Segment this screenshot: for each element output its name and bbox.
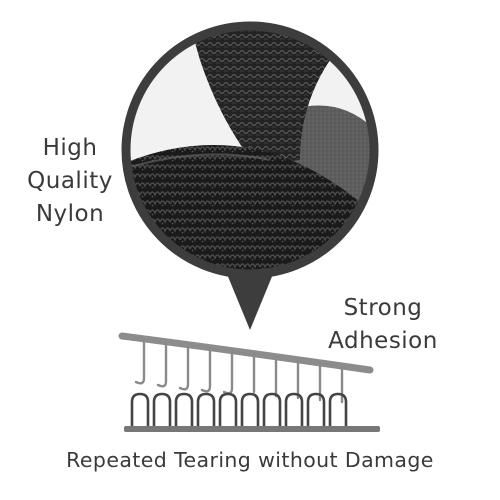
lens-pointer — [222, 262, 278, 330]
loop-row — [130, 392, 348, 426]
quality-line-1: High — [42, 135, 98, 161]
caption-text: Repeated Tearing without Damage — [66, 448, 434, 472]
adhesion-line-1: Strong — [343, 295, 423, 321]
loop-backing — [124, 426, 380, 432]
adhesion-line-2: Adhesion — [328, 328, 438, 354]
lens-ring — [121, 21, 379, 279]
quality-line-2: Quality — [27, 168, 113, 194]
quality-line-3: Nylon — [35, 201, 105, 227]
hook-backing — [118, 332, 374, 374]
strong-adhesion-label: Strong Adhesion — [316, 292, 450, 358]
high-quality-nylon-label: High Quality Nylon — [14, 132, 126, 231]
